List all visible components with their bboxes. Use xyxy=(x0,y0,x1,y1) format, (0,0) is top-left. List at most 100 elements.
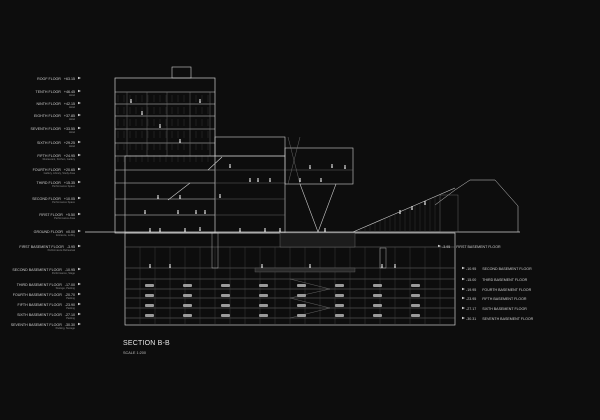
level-use: Restaurant, Kitchen, Gallery xyxy=(42,158,75,161)
level-name: SECOND BASEMENT FLOOR xyxy=(12,268,62,272)
person-figure xyxy=(204,211,206,214)
person-figure xyxy=(309,265,311,268)
car xyxy=(373,304,382,307)
person-figure xyxy=(159,228,161,230)
level-use: Parking xyxy=(66,317,75,320)
person-figure xyxy=(399,211,401,214)
level-name: SEVENTH FLOOR xyxy=(30,127,61,131)
car xyxy=(221,304,230,307)
car xyxy=(335,294,344,297)
person-figure xyxy=(195,211,197,214)
level-elevation: -10.95 xyxy=(466,267,477,271)
person-figure xyxy=(424,202,426,205)
person-figure xyxy=(159,125,161,128)
level-elevation: -30.31 xyxy=(466,317,477,321)
person-figure xyxy=(264,229,266,232)
level-marker xyxy=(78,212,81,216)
person-figure xyxy=(309,165,311,167)
person-figure xyxy=(159,124,161,126)
person-figure xyxy=(219,195,221,198)
level-name: EIGHTH FLOOR xyxy=(33,114,61,118)
car xyxy=(297,294,306,297)
drawing-title: SECTION B-B xyxy=(123,340,170,347)
person-figure xyxy=(199,228,201,231)
level-marker xyxy=(78,126,81,130)
level-elevation: -27.10 xyxy=(64,313,75,317)
person-figure xyxy=(299,179,301,182)
level-marker xyxy=(462,277,465,281)
level-elevation: +29.25 xyxy=(63,141,75,145)
person-figure xyxy=(229,164,231,166)
level-marker xyxy=(78,180,81,184)
level-elevation: +20.65 xyxy=(63,168,75,172)
person-figure xyxy=(239,229,241,232)
level-marker xyxy=(78,229,81,233)
person-figure xyxy=(177,210,179,212)
car xyxy=(259,284,268,287)
level-marker xyxy=(78,167,81,171)
person-figure xyxy=(184,228,186,230)
person-figure xyxy=(239,228,241,230)
level-marker xyxy=(78,312,81,316)
level-elevation: -3.95 xyxy=(442,245,451,249)
person-figure xyxy=(177,211,179,214)
level-use: Performance Rehearsal xyxy=(47,249,75,252)
level-use: Hotel xyxy=(68,145,75,148)
level-marker xyxy=(78,153,81,157)
level-name: THIRD BASEMENT FLOOR xyxy=(16,283,62,287)
level-elevation: -19.95 xyxy=(466,288,477,292)
person-figure xyxy=(144,210,146,212)
car xyxy=(297,304,306,307)
person-figure xyxy=(309,166,311,169)
person-figure xyxy=(141,111,143,113)
level-elevation: +5.50 xyxy=(65,213,75,217)
level-name: THIRD FLOOR xyxy=(36,181,61,185)
car xyxy=(411,304,420,307)
person-figure xyxy=(219,194,221,196)
person-figure xyxy=(394,264,396,266)
v-column xyxy=(317,183,337,233)
level-marker xyxy=(462,296,465,300)
car xyxy=(183,284,192,287)
level-marker xyxy=(78,113,81,117)
level-use: Parking xyxy=(66,297,75,300)
car xyxy=(373,284,382,287)
level-use: Hotel xyxy=(68,94,75,97)
car xyxy=(411,284,420,287)
level-use: Performance, Stage xyxy=(51,272,75,275)
car xyxy=(259,294,268,297)
stage-box xyxy=(279,232,356,248)
person-figure xyxy=(324,229,326,232)
level-use: Storage, Parking xyxy=(55,287,75,290)
person-figure xyxy=(130,99,132,101)
car xyxy=(221,284,230,287)
level-elevation: -10.95 xyxy=(64,268,75,272)
car xyxy=(221,314,230,317)
person-figure xyxy=(204,210,206,212)
car xyxy=(145,294,154,297)
person-figure xyxy=(130,100,132,103)
person-figure xyxy=(381,265,383,268)
level-elevation: +37.85 xyxy=(63,114,75,118)
car xyxy=(335,314,344,317)
person-figure xyxy=(249,178,251,180)
level-use: Performance Space xyxy=(52,201,75,204)
car xyxy=(335,304,344,307)
drawing-scale: SCALE 1:200 xyxy=(123,351,147,355)
person-figure xyxy=(261,265,263,268)
person-figure xyxy=(344,166,346,169)
car xyxy=(373,314,382,317)
person-figure xyxy=(149,228,151,230)
level-elevation: +46.45 xyxy=(63,90,75,94)
person-figure xyxy=(331,165,333,168)
level-name: THIRD BASEMENT FLOOR xyxy=(482,278,528,282)
